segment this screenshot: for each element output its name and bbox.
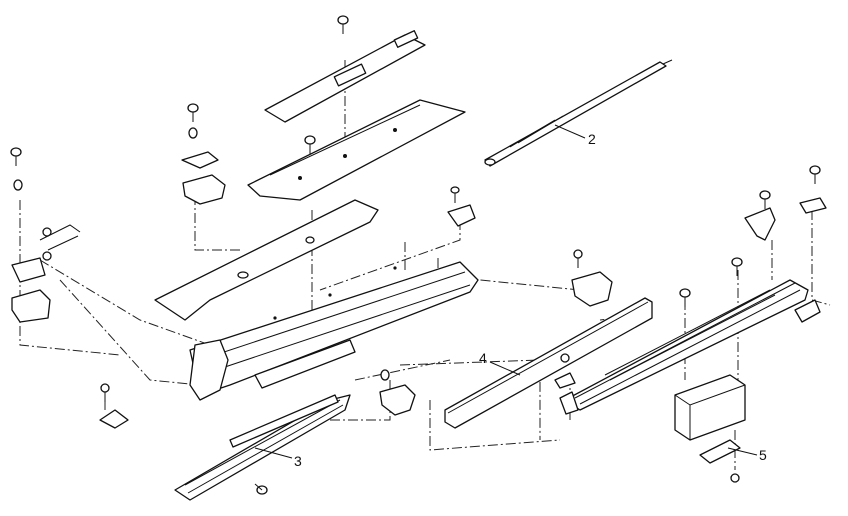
panel-part-4: [444, 297, 653, 429]
callout-2: 2: [588, 131, 596, 147]
main-frame: [154, 199, 479, 401]
callout-3: 3: [294, 453, 302, 469]
top-cover-plate: [264, 30, 426, 123]
small-brackets: [99, 197, 827, 429]
upper-left-bracket: [181, 151, 226, 205]
left-bracket-assembly: [11, 224, 81, 323]
callout-4: 4: [479, 350, 487, 366]
box-part-5: [674, 374, 746, 483]
middle-plate: [247, 99, 466, 201]
right-rail: [559, 279, 821, 415]
callout-leaders: [254, 124, 758, 459]
rod-part-2: [484, 59, 673, 167]
callout-5: 5: [759, 447, 767, 463]
lower-guide-part-3: [174, 394, 351, 501]
screws: [10, 15, 821, 495]
